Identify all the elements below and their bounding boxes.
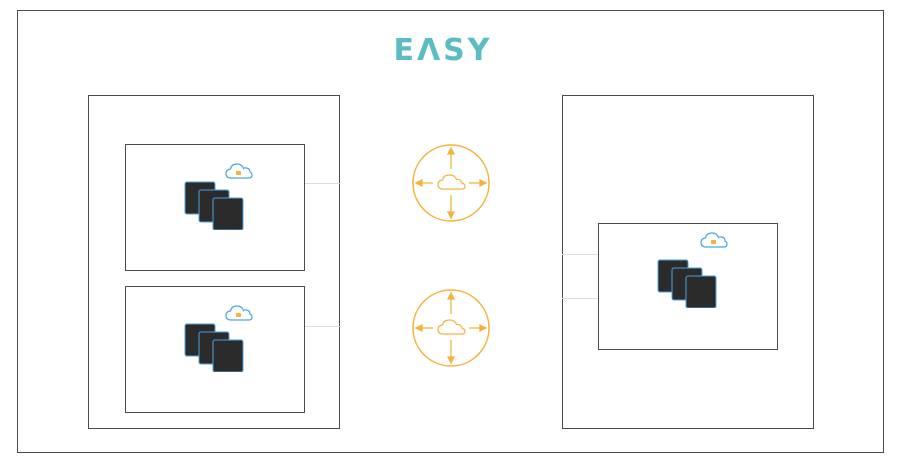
cloud-badge-icon <box>225 163 253 179</box>
server-stack-icon <box>184 181 244 230</box>
server-stack-icon <box>657 259 717 308</box>
router-cloud-icon <box>412 144 490 222</box>
cloud-badge-icon <box>225 305 253 321</box>
connector <box>305 183 341 184</box>
router-cloud-icon <box>412 289 490 367</box>
connector <box>305 326 341 327</box>
logo-text: EΛSY <box>393 32 493 68</box>
easy-logo: EΛSY <box>385 30 501 70</box>
connector <box>562 298 598 299</box>
server-stack-icon <box>184 323 244 372</box>
cloud-badge-icon <box>700 232 728 248</box>
connector <box>562 254 598 255</box>
